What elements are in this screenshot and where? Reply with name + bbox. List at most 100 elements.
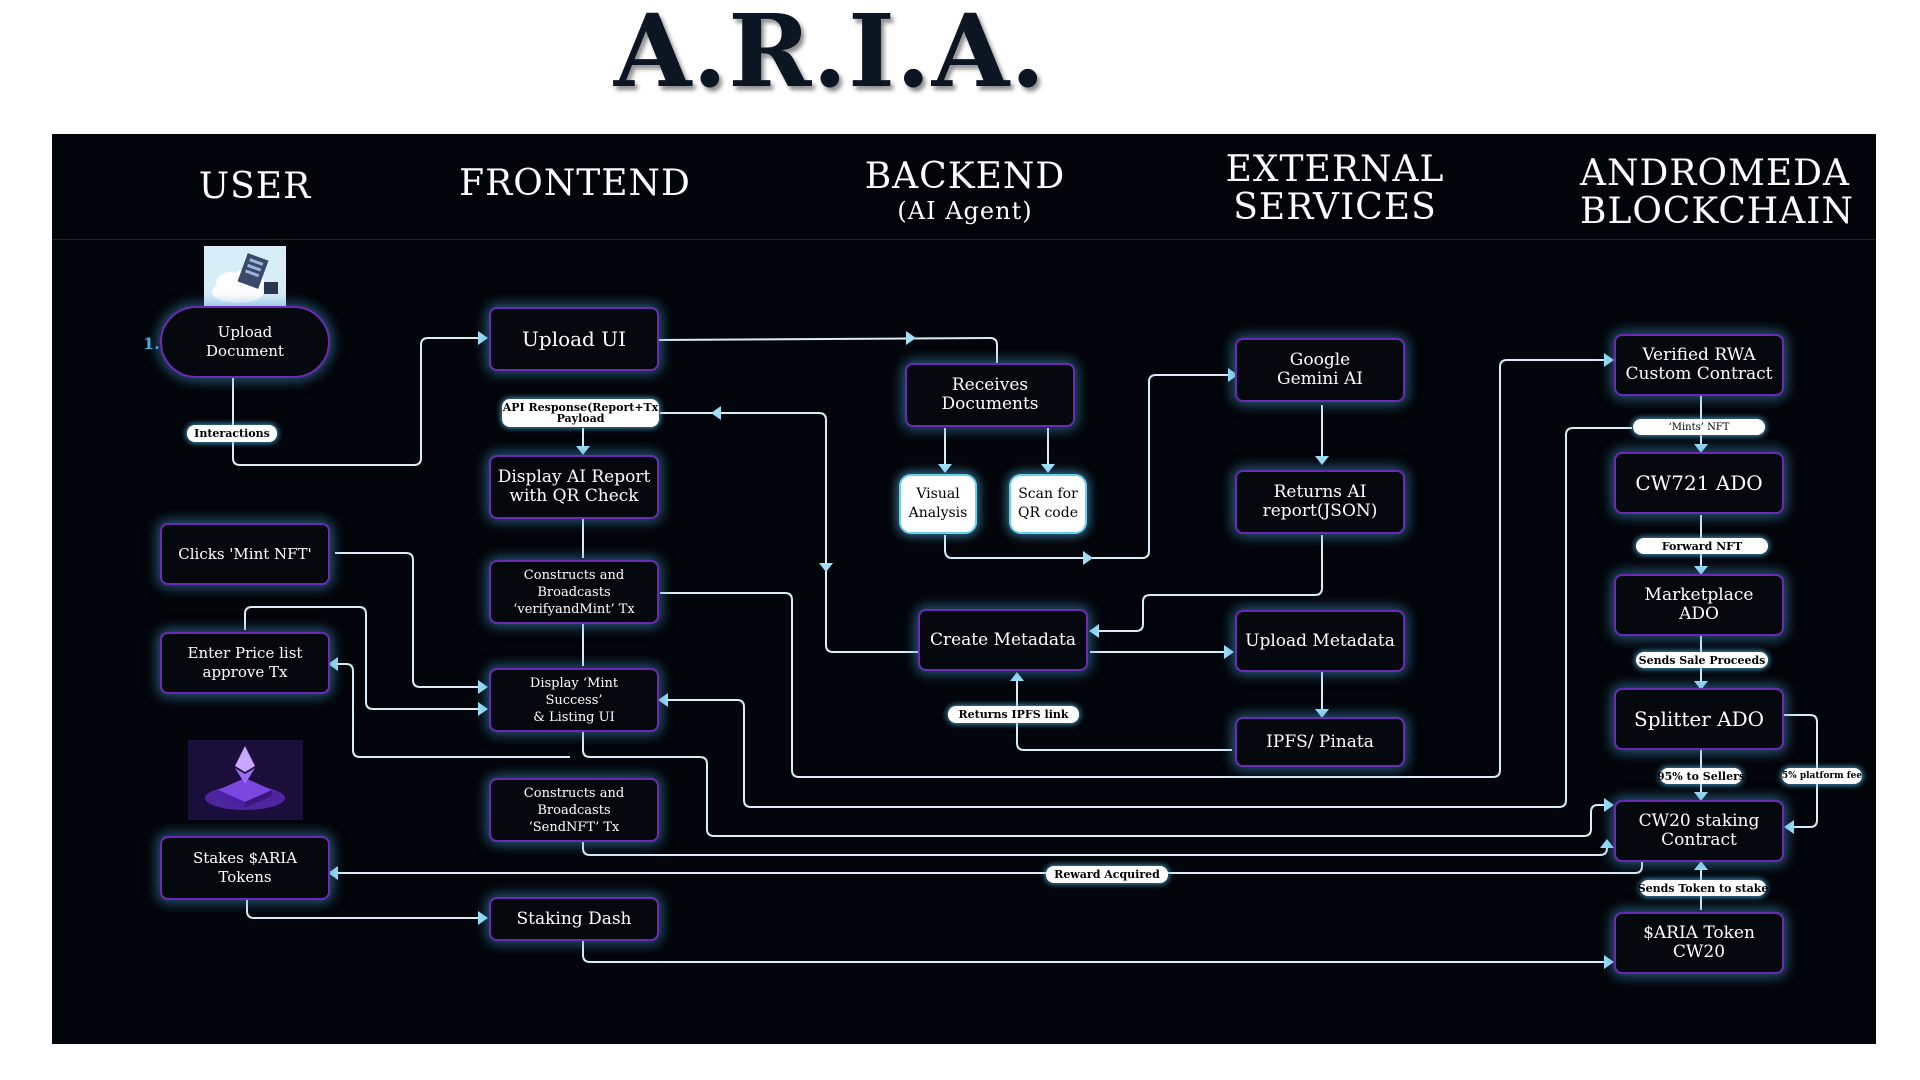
arrow-26	[1694, 681, 1708, 690]
mint-success-line-1: Display ‘Mint	[529, 675, 619, 691]
architecture-panel	[52, 134, 1876, 1044]
arrow-17	[478, 702, 488, 716]
gemini-line-1: Google	[1289, 350, 1351, 370]
column-chain-label-1: ANDROMEDA	[1580, 153, 1850, 194]
wire-success-to-price	[582, 732, 1612, 837]
construct-send-line-3: ‘SendNFT’ Tx	[528, 819, 620, 835]
arrow-2	[906, 331, 916, 345]
node-cw721-ado[interactable]: CW721 ADO	[1614, 452, 1784, 514]
upload-document-line-1: Upload	[217, 323, 273, 341]
label-returns-ipfs: Returns IPFS link	[948, 706, 1079, 723]
arrow-15	[1604, 353, 1614, 367]
visual-line-1: Visual	[916, 486, 960, 502]
report-line-1: Returns AI	[1273, 482, 1367, 502]
display-report-line-2: with QR Check	[509, 486, 639, 506]
column-external-label-1: EXTERNAL	[1225, 149, 1445, 190]
receives-line-2: Documents	[941, 394, 1039, 414]
token-line-2: CW20	[1672, 942, 1726, 962]
arrow-4	[1041, 464, 1055, 473]
arrow-12	[1315, 709, 1329, 718]
wire-upload-doc-to-ui	[232, 337, 486, 466]
node-create-metadata[interactable]: Create Metadata	[918, 609, 1088, 671]
wire-price-return	[330, 663, 570, 758]
node-upload-ui[interactable]: Upload UI	[489, 307, 659, 371]
wire-reward	[330, 858, 1643, 874]
cloud-upload-illustration	[204, 246, 286, 308]
label-sale-proceeds: Sends Sale Proceeds	[1636, 652, 1768, 668]
arrow-16	[478, 680, 488, 694]
wire-create-to-api-response	[660, 412, 918, 653]
arrow-10	[576, 446, 590, 455]
wire-sendnft-to-marketplace	[582, 840, 1608, 856]
arrow-20	[1604, 798, 1614, 812]
arrow-3	[938, 464, 952, 473]
cw721-label: CW721 ADO	[1635, 470, 1763, 495]
label-95-sellers: 95% to Sellers	[1656, 768, 1746, 784]
node-splitter-ado[interactable]: Splitter ADO	[1614, 688, 1784, 750]
upload-document-line-2: Document	[206, 342, 284, 360]
node-staking-dash[interactable]: Staking Dash	[489, 897, 659, 941]
node-clicks-mint-nft[interactable]: Clicks 'Mint NFT'	[160, 523, 330, 585]
node-marketplace-ado[interactable]: Marketplace ADO	[1614, 574, 1784, 636]
upload-ui-label: Upload UI	[522, 326, 626, 351]
wire-stakes-to-dash	[246, 900, 486, 919]
enter-price-line-1: Enter Price list	[187, 644, 303, 662]
arrow-11	[1224, 645, 1234, 659]
column-chain: ANDROMEDA BLOCKCHAIN	[1580, 155, 1853, 231]
stakes-aria-line-1: Stakes $ARIA	[192, 849, 298, 867]
step-number: 1.	[143, 334, 160, 353]
arrow-7	[1315, 456, 1329, 465]
arrowheads	[328, 331, 1794, 969]
cw20-staking-line-2: Contract	[1661, 830, 1737, 850]
marketplace-label: Marketplace ADO	[1644, 585, 1754, 624]
arrow-19	[328, 657, 338, 671]
api-response-line-1: API Response(Report+Tx	[502, 401, 659, 414]
arrow-5	[1083, 551, 1093, 565]
wire-visual-to-gemini	[944, 374, 1236, 559]
label-forward-nft: Forward NFT	[1636, 538, 1768, 554]
nft-chip-illustration	[188, 740, 303, 820]
node-upload-metadata[interactable]: Upload Metadata	[1235, 610, 1405, 672]
label-5-platform-fee: 5% platform fee	[1782, 768, 1862, 784]
arrow-6	[1228, 368, 1238, 382]
column-chain-label-2: BLOCKCHAIN	[1580, 191, 1855, 232]
enter-price-line-2: approve Tx	[202, 663, 288, 681]
arrow-8	[1089, 624, 1099, 638]
wire-mints-back-to-success	[660, 427, 1632, 808]
arrow-23	[1604, 955, 1614, 969]
scan-line-2: QR code	[1018, 505, 1078, 521]
receives-line-1: Receives	[951, 375, 1029, 395]
upload-metadata-label: Upload Metadata	[1245, 630, 1395, 651]
label-reward-acquired: Reward Acquired	[1046, 866, 1168, 883]
rwa-line-1: Verified RWA	[1642, 345, 1756, 365]
header-divider	[52, 239, 1876, 240]
construct-verify-line-3: ‘verifyandMint’ Tx	[513, 601, 635, 617]
connectors	[232, 336, 1818, 963]
api-response-line-2: Payload	[556, 412, 605, 425]
report-line-2: report(JSON)	[1262, 501, 1378, 521]
node-ipfs-pinata[interactable]: IPFS/ Pinata	[1235, 717, 1405, 767]
column-user-label: USER	[198, 166, 312, 207]
column-backend-label: BACKEND	[864, 156, 1066, 197]
wire-upload-ui-to-receives	[657, 336, 998, 363]
arrow-27	[1694, 792, 1708, 801]
visual-line-2: Analysis	[908, 505, 968, 521]
label-api-response: API Response(Report+Tx Payload	[502, 399, 659, 427]
arrow-1	[478, 331, 488, 345]
